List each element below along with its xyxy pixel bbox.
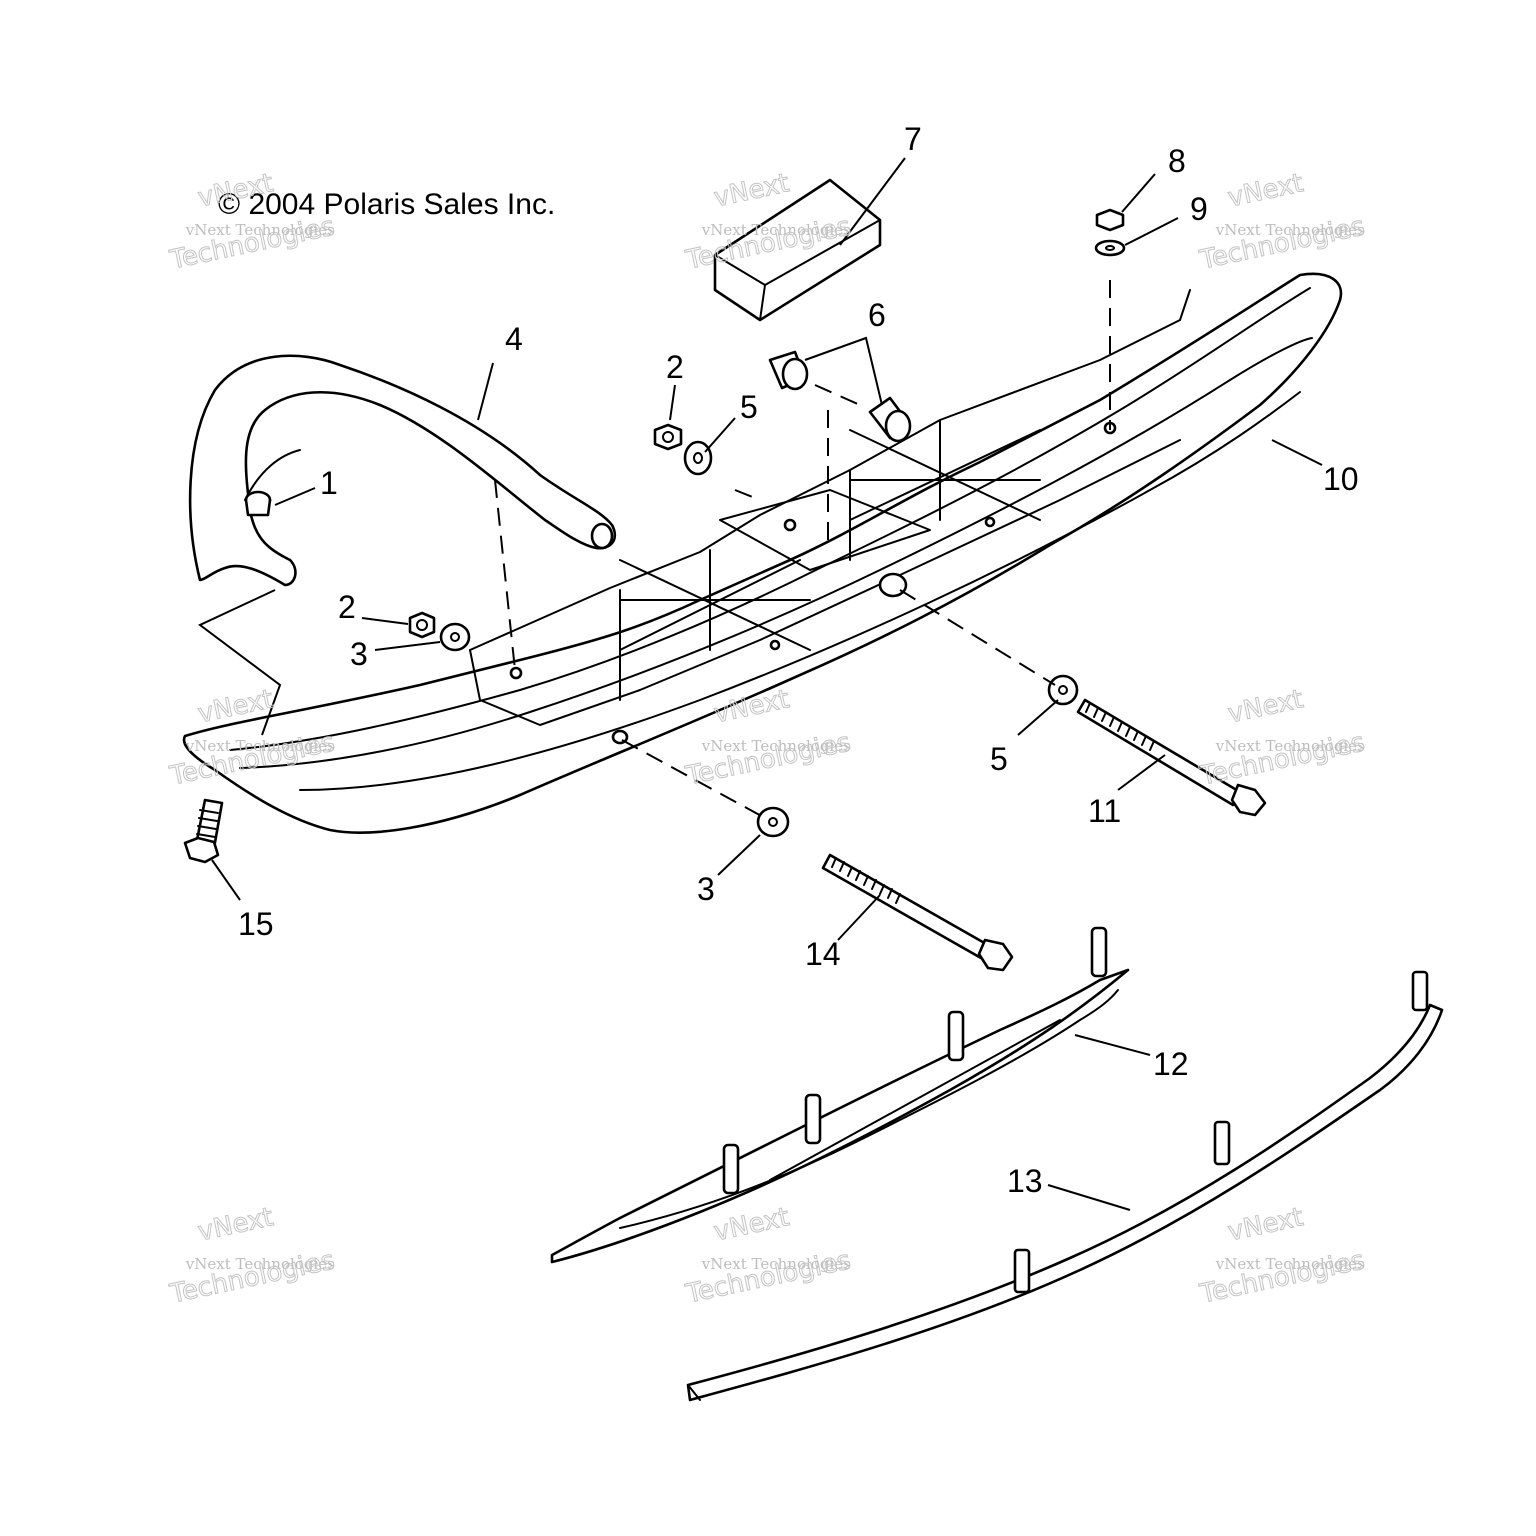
loop-fastener	[244, 490, 272, 517]
callout-8: 8	[1168, 143, 1186, 179]
svg-text:vNext Technologies: vNext Technologies	[701, 1255, 851, 1273]
bushing-lower	[868, 396, 912, 443]
callout-7: 7	[904, 121, 922, 157]
callout-3-lower: 3	[697, 871, 715, 907]
callout-3-upper: 3	[350, 636, 368, 672]
svg-text:vNext Technologies: vNext Technologies	[185, 1255, 335, 1273]
svg-text:vNext Technologies: vNext Technologies	[701, 221, 851, 239]
svg-text:vNext Technologies: vNext Technologies	[1215, 221, 1365, 239]
callout-4: 4	[505, 321, 523, 357]
washer-3-lower	[756, 806, 790, 838]
bolt-14	[821, 853, 1014, 972]
washer-5-upper	[683, 440, 713, 476]
callout-12: 12	[1153, 1046, 1189, 1082]
svg-text:vNext Technologies: vNext Technologies	[185, 221, 335, 239]
svg-text:vNext: vNext	[1225, 168, 1306, 213]
watermark: vNext vNext Technologies Technologies	[166, 1202, 338, 1310]
callout-11: 11	[1088, 793, 1121, 829]
bolt-15	[183, 798, 224, 864]
washer-tip	[1094, 239, 1126, 257]
svg-text:vNext Technologies: vNext Technologies	[701, 737, 851, 755]
callout-14: 14	[805, 936, 841, 972]
ski-body	[182, 272, 1343, 834]
watermark: vNext vNext Technologies Technologies	[1196, 168, 1368, 276]
bolt-11	[1076, 698, 1267, 817]
nut-upper	[653, 423, 683, 451]
svg-text:vNext: vNext	[195, 1202, 276, 1247]
callout-15: 15	[238, 906, 274, 942]
alignment-lines	[198, 280, 1111, 819]
svg-text:vNext Technologies: vNext Technologies	[1215, 737, 1365, 755]
washer-5-lower	[1047, 674, 1079, 706]
callout-5-upper: 5	[740, 389, 758, 425]
svg-text:vNext Technologies: vNext Technologies	[185, 737, 335, 755]
nut-tip	[1095, 208, 1125, 232]
runner	[686, 970, 1444, 1402]
callout-1: 1	[320, 465, 338, 501]
leader-lines	[211, 157, 1323, 1211]
svg-text:vNext: vNext	[1225, 1202, 1306, 1247]
callout-13: 13	[1007, 1163, 1043, 1199]
watermark: vNext vNext Technologies Technologies	[1196, 1202, 1368, 1310]
svg-text:vNext: vNext	[1225, 684, 1306, 729]
watermark: vNext vNext Technologies Technologies	[1196, 684, 1368, 792]
nut-lower	[408, 611, 436, 639]
callout-2-upper: 2	[666, 349, 684, 385]
ski-loop	[188, 354, 617, 587]
callout-5-lower: 5	[990, 741, 1008, 777]
washer-3-upper	[439, 622, 471, 652]
copyright-text: © 2004 Polaris Sales Inc.	[218, 188, 555, 221]
svg-text:vNext Technologies: vNext Technologies	[1215, 1255, 1365, 1273]
callout-9: 9	[1190, 191, 1208, 227]
wear-block	[713, 178, 882, 322]
callout-6: 6	[868, 297, 886, 333]
wear-bar	[550, 926, 1130, 1264]
callout-10: 10	[1323, 461, 1359, 497]
callout-numbers: 1 2 2 3 3 4 5 5 6 7 8 9 10 11 12 13 14 1…	[238, 121, 1359, 1199]
callout-2-lower: 2	[338, 589, 356, 625]
svg-text:vNext: vNext	[711, 168, 792, 213]
svg-text:vNext: vNext	[711, 1202, 792, 1247]
bushing-upper	[768, 350, 809, 391]
